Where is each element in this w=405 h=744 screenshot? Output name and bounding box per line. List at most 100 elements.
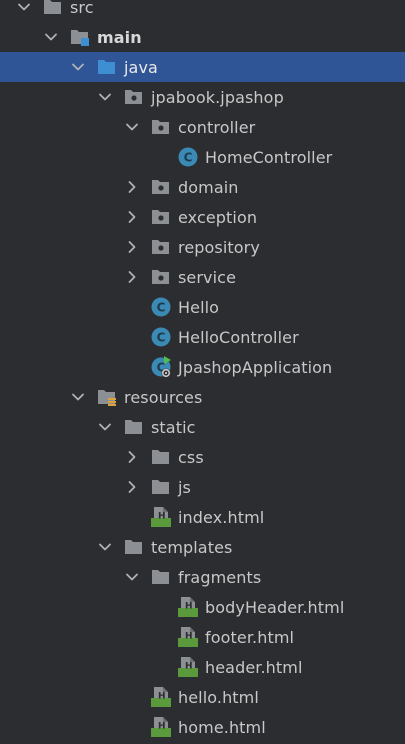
chevron-right-icon[interactable] bbox=[124, 209, 140, 225]
chevron-down-icon[interactable] bbox=[43, 29, 59, 45]
svg-text:H: H bbox=[185, 632, 193, 642]
tree-row-src[interactable]: src bbox=[0, 0, 405, 22]
tree-row-java[interactable]: java bbox=[0, 52, 405, 82]
tree-row-label: js bbox=[178, 477, 191, 497]
tree-row-label: JpashopApplication bbox=[178, 357, 333, 377]
svg-text:H: H bbox=[185, 662, 193, 672]
tree-row-label: java bbox=[124, 57, 158, 77]
tree-row-label: static bbox=[151, 417, 196, 437]
svg-text:C: C bbox=[157, 331, 166, 345]
tree-row-service[interactable]: service bbox=[0, 262, 405, 292]
chevron-right-icon[interactable] bbox=[124, 479, 140, 495]
folder-icon bbox=[42, 0, 64, 18]
html-file-icon: H bbox=[150, 716, 172, 738]
package-icon bbox=[150, 176, 172, 198]
chevron-down-icon[interactable] bbox=[70, 59, 86, 75]
svg-text:H: H bbox=[158, 722, 166, 732]
tree-row-templates[interactable]: templates bbox=[0, 532, 405, 562]
tree-row-label: controller bbox=[178, 117, 256, 137]
chevron-down-icon[interactable] bbox=[70, 389, 86, 405]
class-icon: C bbox=[177, 146, 199, 168]
chevron-right-icon[interactable] bbox=[124, 239, 140, 255]
html-file-icon: H bbox=[150, 506, 172, 528]
chevron-down-icon[interactable] bbox=[124, 569, 140, 585]
tree-row-label: css bbox=[178, 447, 204, 467]
tree-row-css[interactable]: css bbox=[0, 442, 405, 472]
resources-folder-icon bbox=[96, 386, 118, 408]
tree-row-label: home.html bbox=[178, 717, 266, 737]
tree-row-label: header.html bbox=[205, 657, 303, 677]
package-icon bbox=[150, 206, 172, 228]
chevron-down-icon[interactable] bbox=[124, 119, 140, 135]
tree-row-label: HomeController bbox=[205, 147, 333, 167]
svg-text:H: H bbox=[185, 602, 193, 612]
class-icon: C bbox=[150, 296, 172, 318]
tree-row-label: src bbox=[70, 0, 94, 17]
tree-row-label: service bbox=[178, 267, 237, 287]
html-file-icon: H bbox=[177, 626, 199, 648]
svg-text:C: C bbox=[184, 151, 193, 165]
tree-row-homecontroller[interactable]: C HomeController bbox=[0, 142, 405, 172]
tree-row-jpashopapplication[interactable]: C JpashopApplication bbox=[0, 352, 405, 382]
tree-row-label: HelloController bbox=[178, 327, 299, 347]
tree-row-main[interactable]: main bbox=[0, 22, 405, 52]
tree-row-js[interactable]: js bbox=[0, 472, 405, 502]
chevron-down-icon[interactable] bbox=[16, 0, 32, 15]
tree-row-label: domain bbox=[178, 177, 239, 197]
chevron-right-icon[interactable] bbox=[124, 269, 140, 285]
package-icon bbox=[123, 86, 145, 108]
chevron-down-icon[interactable] bbox=[97, 539, 113, 555]
chevron-right-icon[interactable] bbox=[124, 449, 140, 465]
tree-row-label: jpabook.jpashop bbox=[151, 87, 284, 107]
package-icon bbox=[150, 116, 172, 138]
tree-row-label: bodyHeader.html bbox=[205, 597, 345, 617]
tree-row-label: repository bbox=[178, 237, 260, 257]
tree-row-jpabook-jpashop[interactable]: jpabook.jpashop bbox=[0, 82, 405, 112]
chevron-down-icon[interactable] bbox=[97, 419, 113, 435]
svg-text:H: H bbox=[158, 512, 166, 522]
html-file-icon: H bbox=[177, 656, 199, 678]
tree-row-label: footer.html bbox=[205, 627, 295, 647]
tree-row-static[interactable]: static bbox=[0, 412, 405, 442]
tree-row-label: templates bbox=[151, 537, 233, 557]
folder-icon bbox=[123, 416, 145, 438]
svg-text:H: H bbox=[158, 692, 166, 702]
tree-row-hellocontroller[interactable]: C HelloController bbox=[0, 322, 405, 352]
svg-text:C: C bbox=[157, 301, 166, 315]
tree-row-label: fragments bbox=[178, 567, 262, 587]
tree-row-label: resources bbox=[124, 387, 203, 407]
html-file-icon: H bbox=[150, 686, 172, 708]
chevron-right-icon[interactable] bbox=[124, 179, 140, 195]
folder-icon bbox=[150, 566, 172, 588]
tree-row-hello[interactable]: C Hello bbox=[0, 292, 405, 322]
tree-row-label: Hello bbox=[178, 297, 220, 317]
tree-row-domain[interactable]: domain bbox=[0, 172, 405, 202]
package-icon bbox=[150, 236, 172, 258]
tree-row-label: exception bbox=[178, 207, 258, 227]
package-icon bbox=[150, 266, 172, 288]
tree-row-resources[interactable]: resources bbox=[0, 382, 405, 412]
svg-text:C: C bbox=[157, 361, 166, 375]
tree-row-fragments[interactable]: fragments bbox=[0, 562, 405, 592]
tree-row-label: index.html bbox=[178, 507, 265, 527]
tree-row-controller[interactable]: controller bbox=[0, 112, 405, 142]
folder-icon bbox=[150, 476, 172, 498]
folder-icon bbox=[150, 446, 172, 468]
class-icon: C bbox=[150, 326, 172, 348]
tree-row-repository[interactable]: repository bbox=[0, 232, 405, 262]
spring-app-class-icon: C bbox=[150, 356, 172, 378]
tree-row-exception[interactable]: exception bbox=[0, 202, 405, 232]
chevron-down-icon[interactable] bbox=[97, 89, 113, 105]
tree-row-label: hello.html bbox=[178, 687, 259, 707]
folder-icon bbox=[123, 536, 145, 558]
module-folder-icon bbox=[69, 26, 91, 48]
html-file-icon: H bbox=[177, 596, 199, 618]
source-folder-icon bbox=[96, 56, 118, 78]
